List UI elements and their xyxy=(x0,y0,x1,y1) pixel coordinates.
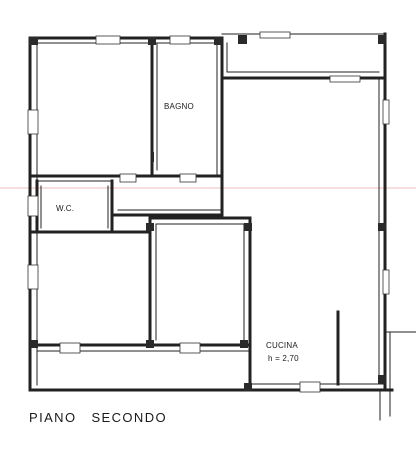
room-label-cucina-height: h = 2,70 xyxy=(268,354,299,363)
interior-walls xyxy=(28,36,416,421)
windows xyxy=(27,31,390,393)
room-label-bagno: BAGNO xyxy=(164,102,194,111)
columns xyxy=(29,35,386,391)
room-label-cucina: CUCINA xyxy=(266,341,298,350)
room-label-wc: W.C. xyxy=(56,204,74,213)
floor-title: PIANO SECONDO xyxy=(29,410,167,425)
